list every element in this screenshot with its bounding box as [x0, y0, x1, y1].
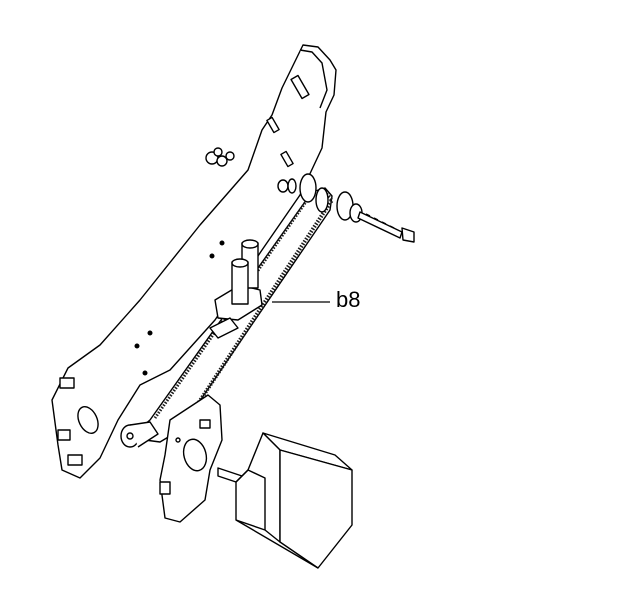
motor-mount-plate	[160, 395, 222, 522]
drive-pulley	[121, 422, 158, 447]
carriage-block	[210, 240, 262, 338]
nut-cluster	[206, 148, 234, 166]
stepper-motor	[236, 433, 352, 568]
callout-label: b8	[336, 287, 361, 312]
idler-assembly	[278, 174, 414, 242]
side-plate	[52, 45, 336, 478]
